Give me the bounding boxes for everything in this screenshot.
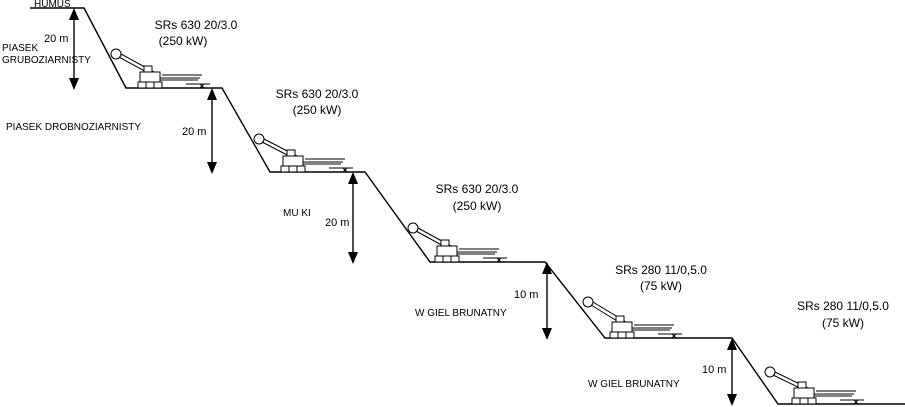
layer-label-wegiel-brunatny-2: W GIEL BRUNATNY [588, 379, 680, 390]
bench-5-model: SRs 280 11/0,5.0 [797, 299, 889, 313]
layer-label-wegiel-brunatny-1: W GIEL BRUNATNY [415, 308, 507, 319]
height-arrow-3: 20 m [325, 172, 358, 264]
layer-label-piasek: PIASEK [2, 43, 38, 54]
height-label-5: 10 m [702, 364, 726, 376]
height-label-2: 20 m [182, 126, 206, 138]
excavator-1 [110, 48, 210, 89]
bench-3-power: (250 kW) [453, 199, 502, 213]
height-arrow-5: 10 m [702, 338, 737, 406]
excavator-4 [582, 296, 682, 339]
bench-4-model: SRs 280 11/0,5.0 [615, 263, 707, 277]
height-arrow-1: 20 m [44, 8, 79, 90]
excavator-3 [407, 222, 507, 263]
terrain-profile [30, 7, 905, 405]
excavator-2 [253, 133, 353, 173]
bench-3-label: SRs 630 20/3.0 (250 kW) [436, 182, 519, 213]
layer-label-gruboziarnisty: GRUBOZIARNISTY [2, 55, 91, 66]
height-arrow-4: 10 m [514, 262, 552, 340]
bench-1-power: (250 kW) [159, 34, 208, 48]
humus-layer: HUMUS [32, 0, 72, 10]
height-label-3: 20 m [325, 217, 349, 229]
bench-1-label: SRs 630 20/3.0 (250 kW) [155, 18, 238, 48]
bench-5-label: SRs 280 11/0,5.0 (75 kW) [797, 299, 889, 330]
bench-2-power: (250 kW) [293, 103, 342, 117]
bench-5-power: (75 kW) [822, 316, 864, 330]
layer-label-muly: MU KI [283, 208, 311, 219]
humus-label: HUMUS [34, 0, 71, 10]
height-label-1: 20 m [44, 33, 68, 45]
layer-label-piasek-drobnoziarnisty: PIASEK DROBNOZIARNISTY [6, 122, 141, 133]
height-arrow-2: 20 m [182, 88, 217, 174]
bench-3-model: SRs 630 20/3.0 [436, 182, 519, 196]
bench-4-label: SRs 280 11/0,5.0 (75 kW) [615, 263, 707, 293]
excavator-5 [764, 366, 864, 405]
height-label-4: 10 m [514, 289, 538, 301]
bench-1-model: SRs 630 20/3.0 [155, 18, 238, 32]
bench-2-model: SRs 630 20/3.0 [276, 87, 359, 101]
bench-2-label: SRs 630 20/3.0 (250 kW) [276, 87, 359, 117]
bench-4-power: (75 kW) [640, 279, 682, 293]
